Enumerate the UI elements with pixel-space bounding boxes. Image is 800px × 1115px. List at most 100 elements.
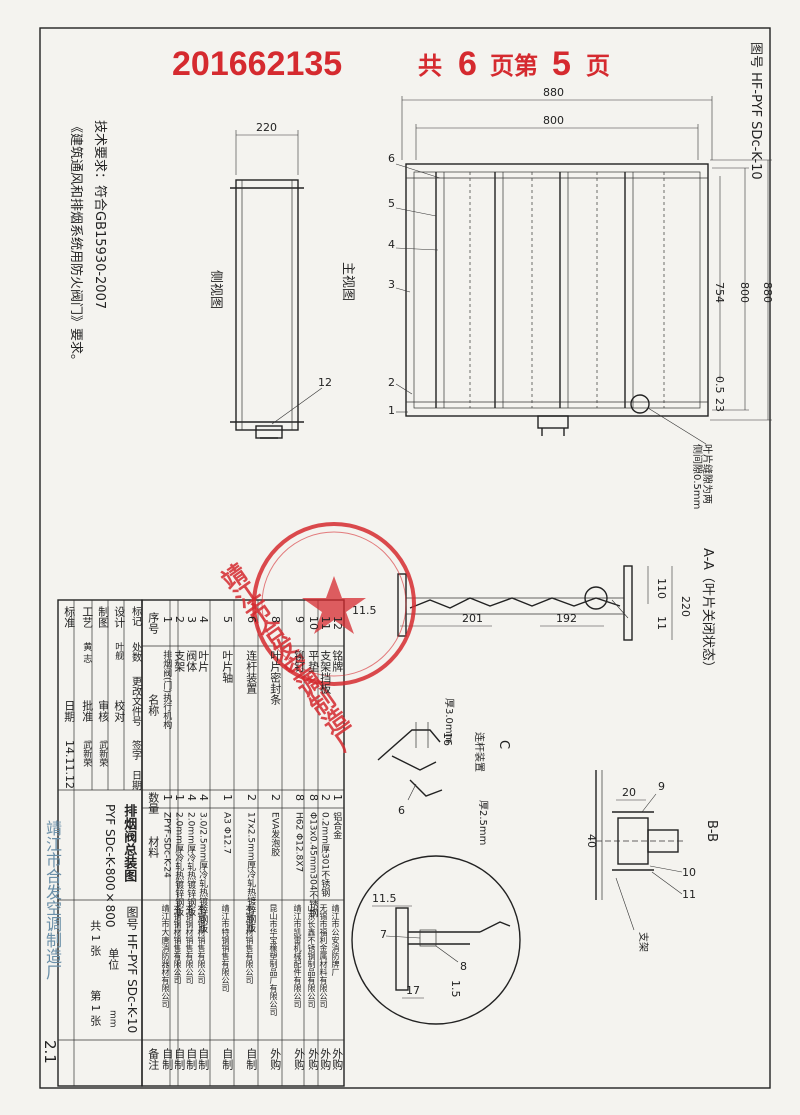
row-4-note: 自制: [196, 1048, 210, 1070]
row-10-note: 外购: [306, 1048, 320, 1070]
detail-seal: 11.5 7 17 1.5 8: [351, 855, 521, 1025]
balloon-main-3: 3: [388, 278, 395, 291]
row-9-maker: 靖江市凯雷机械配件有限公司: [293, 904, 302, 1008]
row-11-no: 11: [318, 616, 332, 630]
tb-r4-c0: 标准: [62, 606, 76, 628]
row-3-no: 3: [184, 616, 198, 623]
tech-req-line1: 技术要求：符合GB15930-2007: [92, 120, 108, 309]
side-view-title: 侧视图: [208, 270, 223, 309]
tech-req-line2: 《建筑通风和排烟系统用防火阀门》要求。: [68, 120, 84, 367]
row-5-maker: 靖江市特钢销售有限公司: [221, 904, 230, 992]
det-dim-17: 17: [406, 984, 420, 997]
row-8-note: 外购: [268, 1048, 282, 1070]
c-dim-16: 16: [441, 732, 454, 746]
page-mid: 页第: [490, 52, 538, 80]
page-total-prefix: 共: [418, 53, 442, 80]
side-view: 220 侧视图 12: [208, 121, 332, 439]
row-9-note: 外购: [292, 1048, 306, 1070]
tb-r2-c3: 武新荣: [97, 740, 108, 767]
tb-r3-c3: 武新荣: [81, 740, 92, 767]
balloon-det-8: 8: [460, 960, 467, 973]
balloon-main-5: 5: [388, 197, 395, 210]
tb-r0-c4: 日期: [129, 770, 141, 790]
row-12-note: 外购: [330, 1048, 344, 1070]
page-suffix: 页: [586, 53, 610, 80]
row-2-note: 自制: [172, 1048, 186, 1070]
row-4-material: 3.0/2.5mm厚冷轧热镀锌钢板: [197, 812, 208, 934]
row-3-note: 自制: [184, 1048, 198, 1070]
row-6-note: 自制: [244, 1048, 258, 1070]
balloon-main-1: 1: [388, 404, 395, 417]
main-frame: [405, 163, 709, 417]
row-1-name: 排烟阀(门)执行机构: [161, 650, 172, 730]
row-3-name: 阀体: [184, 650, 198, 672]
tb-r0-c1: 处数: [129, 642, 141, 662]
tb-r4-c2: 日期: [62, 700, 76, 722]
row-2-qty: 1: [172, 794, 186, 801]
aa-dim-220: 220: [679, 596, 692, 617]
row-9-name: 铆钉: [292, 650, 306, 672]
row-2-no: 2: [172, 616, 186, 623]
main-dim-800-right: 800: [738, 282, 751, 303]
main-view-title: 主视图: [340, 262, 355, 301]
balloon-12: 12: [318, 376, 332, 389]
row-1-qty: 1: [160, 794, 174, 801]
tb-model: PYF SDc-K-800×800: [103, 804, 117, 928]
row-4-name: 叶片: [196, 650, 210, 672]
balloon-det-7: 7: [380, 928, 387, 941]
c-title: C: [496, 740, 511, 749]
row-6-material: 17x2.5mm厚冷轧热镀锌钢板: [245, 812, 256, 933]
page-current: 5: [552, 45, 571, 83]
tb-r1-c2: 校对: [112, 700, 126, 722]
doc-number: 201662135: [172, 45, 342, 83]
main-dim-23: 23: [713, 398, 726, 412]
row-10-maker: 山东长鑫不锈钢制品有限公司: [307, 904, 316, 1008]
row-11-qty: 2: [318, 794, 332, 801]
det-dim-115: 11.5: [372, 892, 397, 905]
title-block: [57, 599, 143, 1087]
bb-dim-20: 20: [622, 786, 636, 799]
tb-r2-c0: 制图: [96, 606, 110, 628]
row-2-maker: 本钢钢材销售有限公司: [173, 904, 182, 984]
main-balloons: 6 5 4 3 2 1: [388, 152, 441, 417]
header-stamp: 201662135 共 6 页第 5 页: [172, 45, 610, 83]
row-3-material: 2.0mm厚冷轧热镀锌钢板: [185, 812, 196, 916]
tb-total-sheets: 共 1 张: [88, 920, 102, 956]
hdr-no: 序号: [146, 612, 160, 634]
balloon-main-6: 6: [388, 152, 395, 165]
tb-r0-c2: 更改文件号: [129, 676, 141, 726]
row-5-qty: 1: [220, 794, 234, 801]
row-1-note: 自制: [160, 1048, 174, 1070]
balloon-c-6: 6: [398, 804, 405, 817]
page-total: 6: [458, 45, 477, 83]
red-seal: [252, 522, 416, 686]
bb-dim-40: 40: [585, 834, 598, 848]
aa-dim-192: 192: [556, 612, 577, 625]
balloon-bb-10: 10: [682, 866, 696, 879]
tb-scale: 2.1: [40, 1040, 59, 1064]
main-dim-754: 754: [713, 282, 726, 303]
aa-dim-110: 110: [655, 578, 668, 599]
row-6-name: 连杆装置: [244, 650, 258, 694]
tb-r4-c3: 14.11.12: [62, 740, 76, 789]
tb-r0-c0: 标记: [129, 606, 141, 626]
tb-company: 靖江市合发空调制造厂: [43, 820, 62, 980]
row-12-no: 12: [330, 616, 344, 630]
row-2-name: 支架: [172, 650, 186, 672]
main-dim-05: 0.5: [713, 376, 726, 394]
tb-r1-c1: 叶舰: [113, 642, 124, 660]
tb-unit-mm: mm: [107, 1010, 118, 1028]
tb-r2-c2: 审核: [96, 700, 110, 722]
tb-drawing-name: 排烟阀总装图: [121, 804, 137, 882]
tb-r3-c0: 工艺: [80, 606, 94, 628]
row-4-maker: 本钢钢材销售有限公司: [197, 904, 206, 984]
row-3-qty: 4: [184, 794, 198, 801]
aa-dim-201: 201: [462, 612, 483, 625]
seal-star: [302, 576, 366, 634]
row-11-material: 0.2mm厚301不锈钢: [319, 812, 330, 898]
row-3-maker: 本钢钢材销售有限公司: [185, 904, 194, 984]
main-dim-880-right: 880: [761, 282, 774, 303]
drawing-number-top: 图号 HF-PYF SDc-K-10: [748, 42, 763, 180]
row-11-note: 外购: [318, 1048, 332, 1070]
